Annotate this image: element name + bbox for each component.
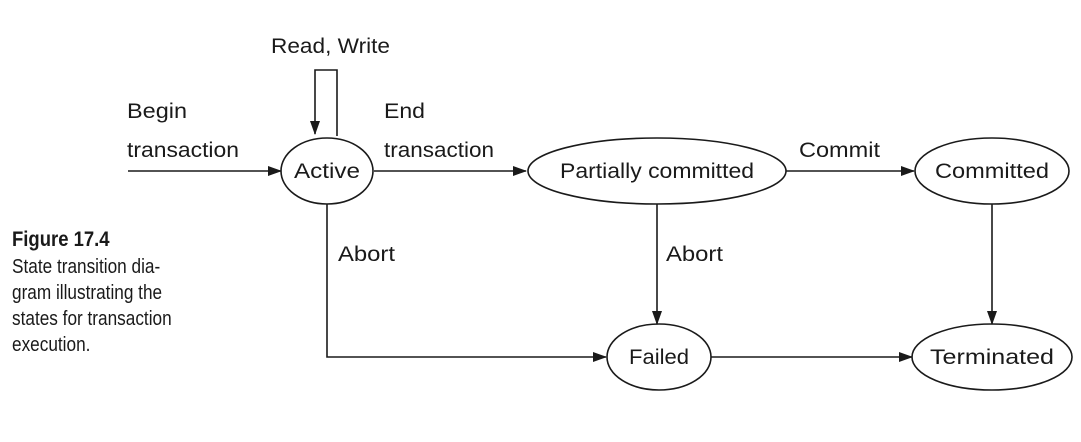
state-active: [280, 137, 374, 205]
state-failed-label: Failed: [629, 346, 689, 369]
caption-line-3: states for transaction: [12, 308, 172, 330]
abort-active-label: Abort: [338, 243, 395, 266]
figure-number: Figure 17.4: [12, 228, 110, 251]
caption-line-2: gram illustrating the: [12, 282, 163, 304]
read-write-loop: [310, 69, 338, 136]
end-label-line1: End: [384, 100, 425, 123]
end-label-line2: transaction: [384, 139, 494, 162]
caption-line-4: execution.: [12, 334, 91, 356]
abort-partial-label: Abort: [666, 243, 723, 266]
state-failed: [606, 323, 712, 391]
begin-label-line2: transaction: [127, 139, 239, 162]
commit-label: Commit: [799, 139, 880, 162]
abort-active-arrow: [326, 204, 607, 362]
state-committed: [914, 137, 1070, 205]
read-write-label: Read, Write: [271, 35, 390, 58]
figure-description: State transition dia- gram illustrating …: [12, 254, 218, 358]
figure-caption: Figure 17.4 State transition dia- gram i…: [12, 228, 252, 358]
caption-line-1: State transition dia-: [12, 256, 161, 278]
state-partially-committed: [527, 137, 787, 205]
state-partially-committed-label: Partially committed: [560, 160, 754, 183]
state-committed-label: Committed: [935, 160, 1049, 183]
state-terminated: [911, 323, 1073, 391]
begin-label-line1: Begin: [127, 100, 187, 123]
state-terminated-label: Terminated: [930, 346, 1054, 369]
state-active-label: Active: [294, 160, 360, 183]
